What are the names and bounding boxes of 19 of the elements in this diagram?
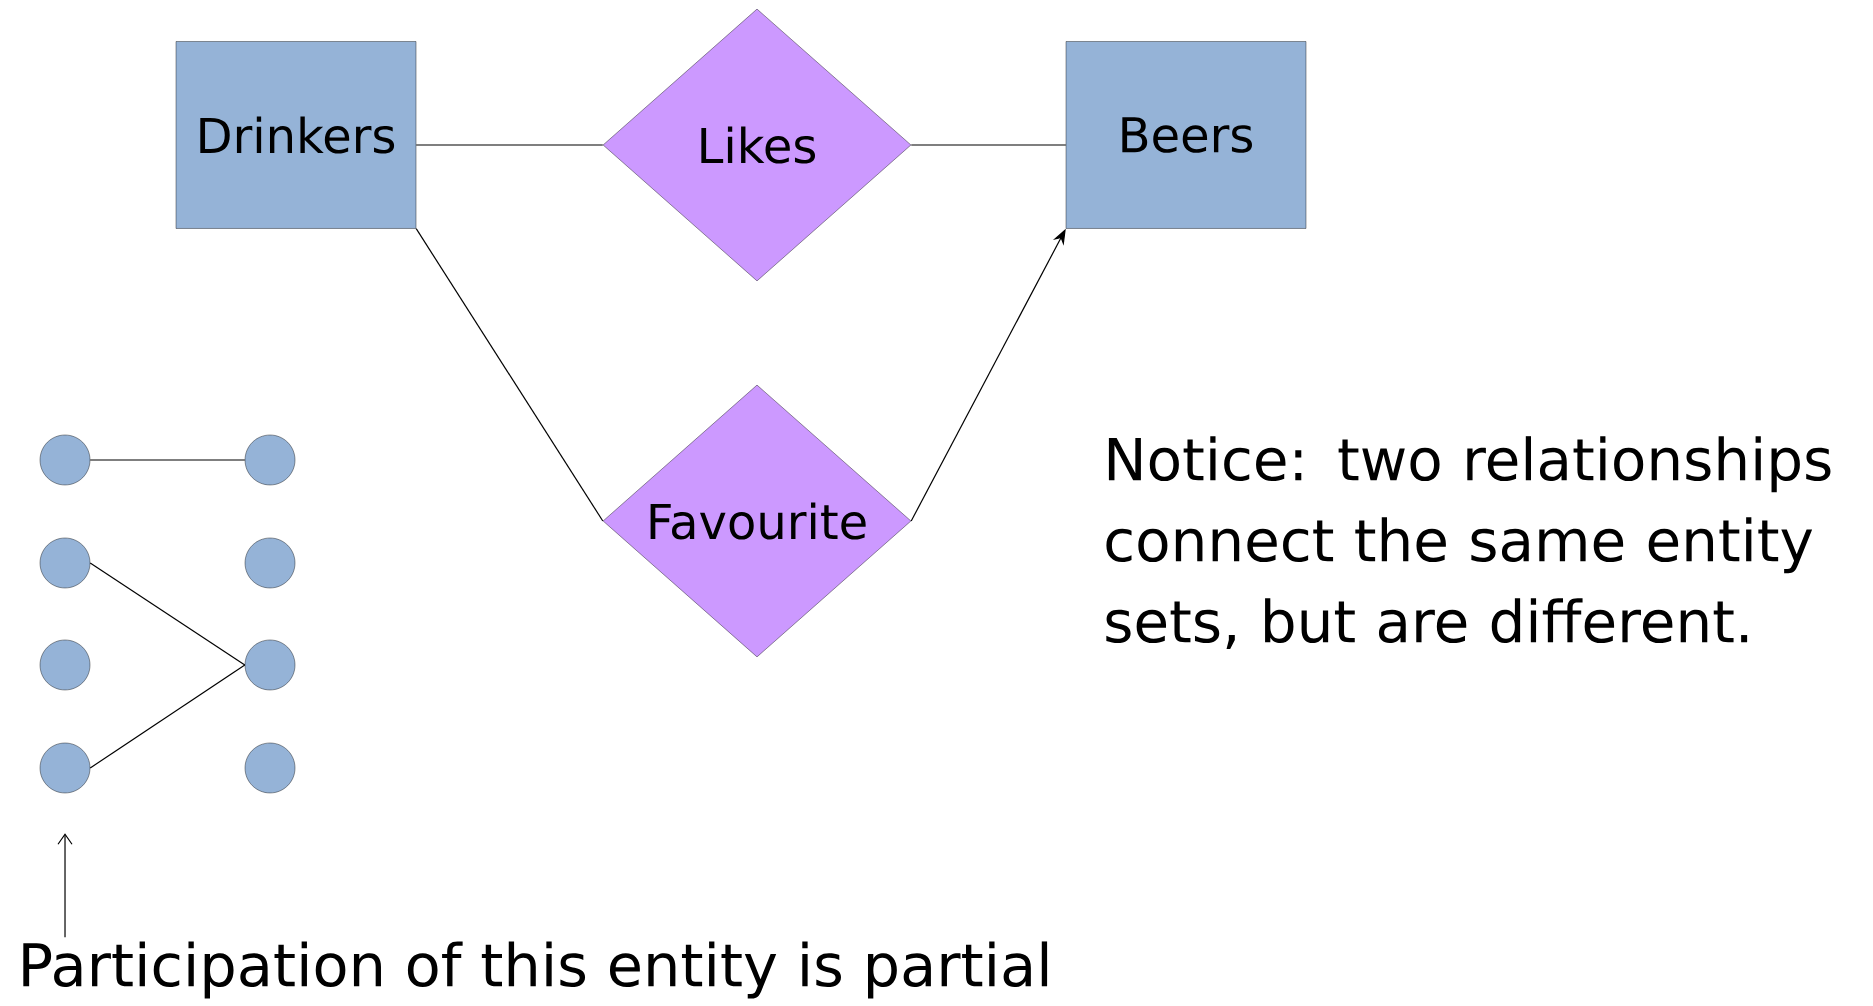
entity-circle	[244, 537, 296, 589]
entity-box: Beers	[1065, 41, 1307, 229]
entity-circle	[39, 434, 91, 486]
connector-line	[89, 562, 246, 666]
caption-text: Participation of this entity is partial	[23, 941, 1048, 999]
entity-circle	[39, 639, 91, 691]
entity-circle	[244, 639, 296, 691]
connector-line	[89, 459, 246, 461]
entity-circle	[244, 742, 296, 794]
leader-arrow	[57, 833, 73, 938]
connector-line	[415, 144, 604, 146]
note-text: Notice: two relationships connect the same entity sets, but are different.	[1106, 436, 1831, 649]
connector-line	[415, 228, 604, 522]
connector-line	[89, 664, 246, 769]
entity-circle	[39, 537, 91, 589]
entity-circle	[39, 742, 91, 794]
entity-box: Drinkers	[175, 41, 417, 229]
connector-line	[910, 144, 1067, 146]
entity-circle	[244, 434, 296, 486]
